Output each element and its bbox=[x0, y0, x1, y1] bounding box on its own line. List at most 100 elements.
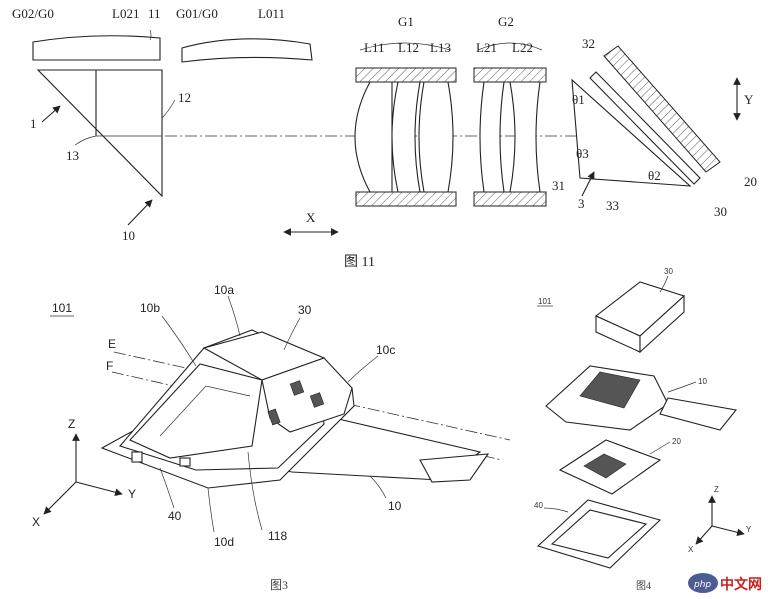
label-l021: L021 bbox=[112, 6, 139, 21]
caption-figure-4: 图4 bbox=[636, 580, 651, 592]
leader-10a bbox=[227, 295, 241, 337]
lens-l021 bbox=[32, 35, 161, 61]
label-40-left: 40 bbox=[168, 509, 182, 523]
label-20: 20 bbox=[744, 174, 757, 189]
label-axis-x-left: X bbox=[32, 515, 40, 529]
label-13: 13 bbox=[66, 148, 79, 163]
exploded-flex-10 bbox=[659, 397, 738, 431]
label-l011: L011 bbox=[258, 6, 285, 21]
exploded-cover-30-front bbox=[639, 294, 685, 354]
axis-x-arrow-right bbox=[695, 525, 713, 545]
prism-1 bbox=[36, 69, 163, 198]
label-31: 31 bbox=[552, 178, 565, 193]
label-10-left: 10 bbox=[388, 499, 402, 513]
label-axis-x: X bbox=[306, 210, 316, 225]
php-cn-watermark: php 中文网 bbox=[688, 573, 762, 593]
label-10-right: 10 bbox=[698, 377, 707, 386]
label-l13: L13 bbox=[430, 40, 451, 55]
leader-30 bbox=[283, 317, 301, 351]
label-axis-z-left: Z bbox=[68, 417, 75, 431]
axis-y-arrow bbox=[75, 481, 123, 496]
exploded-sensor-chip bbox=[583, 453, 627, 479]
side-detail-3 bbox=[267, 408, 281, 426]
leader-10 bbox=[369, 475, 387, 499]
label-e: E bbox=[108, 337, 116, 351]
label-30-right: 30 bbox=[664, 267, 673, 276]
leader-40-right bbox=[543, 507, 569, 513]
label-10: 10 bbox=[122, 228, 135, 243]
label-g02-g0: G02/G0 bbox=[12, 6, 54, 21]
leader-11 bbox=[149, 29, 152, 41]
leader-10d bbox=[207, 487, 215, 533]
leader-40 bbox=[159, 467, 175, 509]
arrow-10 bbox=[127, 199, 153, 226]
label-20-right: 20 bbox=[672, 437, 681, 446]
arrow-3 bbox=[581, 171, 595, 197]
label-1: 1 bbox=[30, 116, 37, 131]
label-30-left: 30 bbox=[298, 303, 312, 317]
label-101-right: 101 bbox=[538, 297, 552, 306]
label-118: 118 bbox=[268, 529, 287, 543]
label-10b: 10b bbox=[140, 301, 160, 315]
figure-3: 101 10a 10b 30 10c E F Z Y X 40 10d 118 … bbox=[32, 283, 511, 592]
label-30: 30 bbox=[714, 204, 727, 219]
arrow-1 bbox=[41, 105, 61, 123]
label-axis-y-right: Y bbox=[746, 525, 752, 534]
label-theta2: θ2 bbox=[648, 168, 661, 183]
label-l12: L12 bbox=[398, 40, 419, 55]
figure-4: 101 30 10 20 40 Z Y X 图4 bbox=[534, 267, 752, 592]
leader-13 bbox=[74, 135, 97, 146]
label-101: 101 bbox=[52, 301, 72, 315]
exploded-module-top bbox=[579, 371, 641, 409]
label-g01-g0: G01/G0 bbox=[176, 6, 218, 21]
plate-30 bbox=[589, 71, 701, 185]
leader-10b bbox=[161, 315, 197, 367]
label-11: 11 bbox=[148, 6, 161, 21]
label-40-right: 40 bbox=[534, 501, 543, 510]
label-theta1: θ1 bbox=[572, 92, 585, 107]
prism-face bbox=[129, 363, 263, 459]
watermark-text: 中文网 bbox=[720, 576, 762, 593]
label-10a: 10a bbox=[214, 283, 234, 297]
leader-20-right bbox=[649, 441, 671, 455]
caption-figure-3: 图3 bbox=[270, 578, 288, 592]
exploded-tray-inner bbox=[550, 509, 648, 559]
label-axis-x-right: X bbox=[688, 545, 694, 554]
leader-30-right bbox=[659, 275, 669, 293]
axis-y-arrow-right bbox=[711, 525, 745, 537]
flex-connector bbox=[419, 453, 490, 483]
axis-x-arrow bbox=[43, 481, 77, 515]
label-axis-y: Y bbox=[744, 92, 754, 107]
prism-inner-line bbox=[159, 385, 251, 437]
label-axis-z-right: Z bbox=[714, 485, 719, 494]
side-detail-2 bbox=[309, 392, 325, 408]
label-10c: 10c bbox=[376, 343, 395, 357]
label-l21: L21 bbox=[476, 40, 497, 55]
label-axis-y-left: Y bbox=[128, 487, 136, 501]
label-10d: 10d bbox=[214, 535, 234, 549]
label-f: F bbox=[106, 359, 113, 373]
label-l11: L11 bbox=[364, 40, 384, 55]
caption-figure-11: 图 11 bbox=[344, 255, 375, 270]
label-12: 12 bbox=[178, 90, 191, 105]
tray-hole-2 bbox=[179, 457, 191, 467]
figure-11: G02/G0 L021 11 G01/G0 L011 1 12 13 10 G1… bbox=[12, 6, 757, 270]
label-3: 3 bbox=[578, 196, 585, 211]
sensor-20 bbox=[603, 45, 721, 173]
php-logo-text: php bbox=[693, 580, 711, 590]
leader-10-right bbox=[667, 381, 697, 393]
label-l22: L22 bbox=[512, 40, 533, 55]
label-32: 32 bbox=[582, 36, 595, 51]
label-theta3: θ3 bbox=[576, 146, 589, 161]
prism-3 bbox=[571, 78, 692, 187]
side-detail-1 bbox=[289, 380, 305, 396]
tray-hole-1 bbox=[131, 451, 143, 463]
leader-118 bbox=[247, 451, 263, 531]
leader-12 bbox=[161, 99, 176, 119]
label-g2: G2 bbox=[498, 14, 514, 29]
label-g1: G1 bbox=[398, 14, 414, 29]
lens-group-g2 bbox=[473, 42, 547, 207]
lens-l011 bbox=[181, 38, 313, 63]
label-33: 33 bbox=[606, 198, 619, 213]
